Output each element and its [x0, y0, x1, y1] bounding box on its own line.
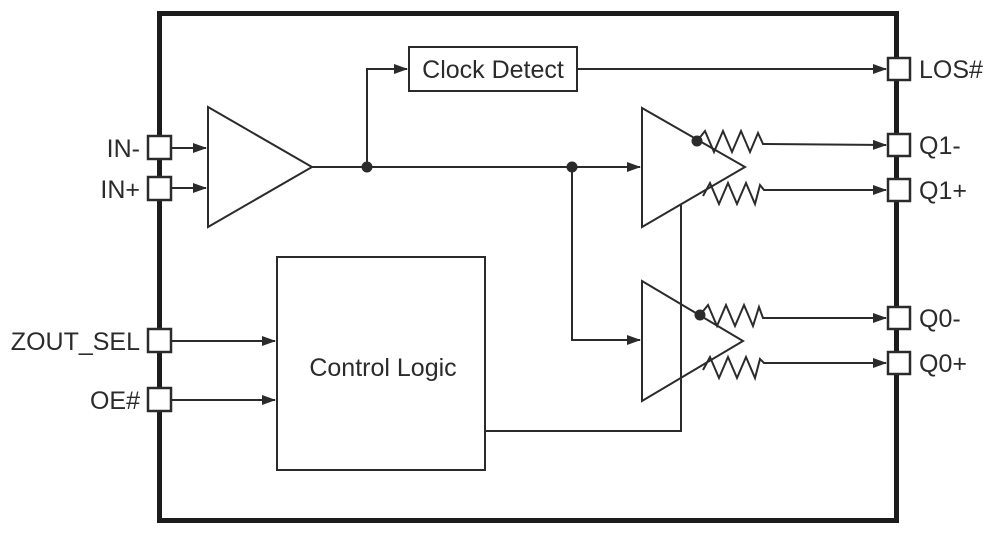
q1-minus-resistor [696, 128, 766, 155]
pin-q0-plus [886, 350, 912, 376]
pin-label-oe: OE# [90, 387, 140, 415]
q0-minus-resistor [699, 302, 766, 329]
pin-q1-plus [886, 177, 912, 203]
tap-dot-q0-driver [694, 309, 706, 321]
q1-driver-triangle [641, 106, 747, 229]
pin-los [886, 56, 912, 82]
pin-in-minus [146, 134, 173, 161]
input-buffer-triangle [207, 105, 315, 229]
chip-boundary [157, 11, 899, 523]
pin-label-q0-plus: Q0+ [919, 350, 967, 378]
q0-plus-resistor [702, 354, 766, 382]
pin-label-q1-minus: Q1- [919, 132, 961, 160]
pin-label-q0-minus: Q0- [919, 305, 961, 333]
clock-detect-label: Clock Detect [422, 56, 564, 84]
pin-label-los: LOS# [919, 56, 983, 84]
wire-enable-control [485, 205, 682, 432]
pin-oe [146, 386, 173, 413]
q0-driver-triangle [641, 279, 745, 403]
control-logic-block [276, 256, 486, 471]
control-logic-label: Control Logic [309, 354, 456, 382]
junction-dot-clock-feed [361, 161, 373, 173]
q1-plus-resistor [702, 180, 766, 208]
pin-in-plus [146, 175, 173, 202]
pin-label-in-plus: IN+ [100, 176, 140, 204]
pin-zout-sel [146, 327, 173, 354]
wire-q0-feed [571, 167, 641, 345]
wire-clock-detect-feed [366, 64, 408, 167]
pin-label-zout-sel: ZOUT_SEL [11, 328, 140, 356]
pin-label-in-minus: IN- [107, 135, 140, 163]
junction-dot-q0-feed [566, 161, 578, 173]
pin-q1-minus [886, 132, 912, 158]
tap-dot-q1-driver [691, 135, 703, 147]
pin-label-q1-plus: Q1+ [919, 177, 967, 205]
pin-q0-minus [886, 305, 912, 331]
wire-q1-minus [765, 139, 887, 150]
clock-detect-block [408, 46, 578, 92]
